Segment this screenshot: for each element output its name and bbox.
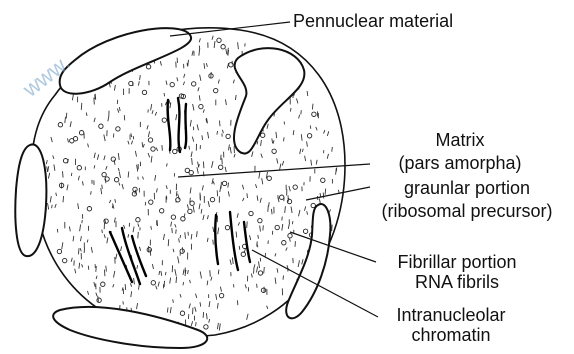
fibril-dash (157, 220, 158, 226)
fibril-dash (63, 196, 64, 202)
label-chromatin-line2: chromatin (376, 325, 526, 345)
fibril-dash (172, 228, 173, 233)
fibril-dash (284, 137, 285, 141)
fibril-dash (268, 206, 269, 212)
fibril-dash (310, 126, 311, 129)
fibril-dash (282, 217, 283, 221)
fibril-dash (162, 145, 163, 151)
fibril-dash (82, 220, 83, 223)
fibril-dash (312, 104, 313, 110)
fibril-dash (79, 248, 80, 254)
label-matrix: Matrix (pars amorpha) (370, 130, 550, 173)
label-intranucleolar-chromatin: Intranucleolar chromatin (376, 305, 526, 345)
fibril-dash (176, 229, 177, 233)
fibril-dash (71, 173, 72, 176)
fibril-dash (268, 240, 269, 244)
fibril-dash (176, 199, 177, 203)
fibril-dash (142, 142, 143, 147)
fibril-dash (66, 113, 67, 119)
fibril-dash (210, 270, 211, 277)
label-matrix-line2: (pars amorpha) (370, 153, 550, 173)
fibril-dash (213, 240, 214, 245)
fibril-dash (193, 308, 194, 315)
label-matrix-line1: Matrix (370, 130, 550, 150)
fibril-dash (199, 46, 200, 50)
fibril-dash (52, 205, 53, 208)
fibril-dash (190, 198, 191, 203)
fibril-dash (138, 232, 139, 239)
label-perinuclear-material: Pennuclear material (293, 11, 453, 31)
fibril-dash (96, 266, 97, 272)
fibril-dash (102, 230, 103, 234)
label-fibrillar-line2: RNA fibrils (372, 272, 542, 292)
fibril-dash (81, 103, 82, 110)
label-granular-portion: graunlar portion (ribosomal precursor) (364, 178, 570, 221)
fibril-dash (236, 232, 237, 238)
label-granular-line2: (ribosomal precursor) (364, 201, 570, 221)
fibril-dash (292, 221, 293, 224)
fibril-dash (247, 221, 248, 228)
fibril-dash (106, 266, 107, 272)
fibril-dash (165, 272, 166, 275)
fibril-dash (125, 284, 126, 290)
fibril-dash (264, 267, 265, 273)
fibril-dash (301, 110, 302, 114)
fibril-dash (133, 136, 134, 139)
fibril-dash (239, 246, 240, 250)
fibril-dash (332, 147, 333, 152)
fibril-dash (237, 300, 238, 305)
fibril-dash (323, 193, 324, 199)
fibril-dash (222, 158, 223, 164)
fibril-dash (88, 266, 89, 270)
rna-fibril-strand (178, 98, 180, 152)
fibril-dash (203, 162, 204, 169)
label-fibrillar-line1: Fibrillar portion (372, 252, 542, 272)
label-chromatin-line1: Intranucleolar (376, 305, 526, 325)
fibril-dash (325, 189, 326, 195)
fibril-dash (176, 277, 177, 284)
fibril-dash (167, 308, 168, 313)
fibril-dash (183, 282, 184, 285)
fibril-dash (257, 284, 258, 288)
fibril-dash (283, 275, 284, 279)
fibril-dash (203, 312, 204, 318)
fibril-dash (91, 191, 92, 195)
fibril-dash (269, 202, 270, 206)
fibril-dash (84, 248, 85, 253)
rna-fibril-strand (185, 104, 186, 148)
fibril-dash (63, 171, 64, 177)
fibril-dash (218, 270, 219, 275)
perinuclear-blob-left (15, 144, 46, 256)
label-fibrillar-portion: Fibrillar portion RNA fibrils (372, 252, 542, 292)
fibril-dash (164, 93, 165, 96)
fibril-dash (290, 108, 291, 112)
fibril-dash (220, 121, 221, 127)
fibril-dash (196, 322, 197, 326)
label-granular-line1: graunlar portion (364, 178, 570, 198)
fibril-dash (189, 146, 190, 150)
fibril-dash (247, 193, 248, 198)
fibril-dash (150, 249, 151, 255)
fibril-dash (123, 301, 124, 304)
fibril-dash (168, 239, 169, 246)
